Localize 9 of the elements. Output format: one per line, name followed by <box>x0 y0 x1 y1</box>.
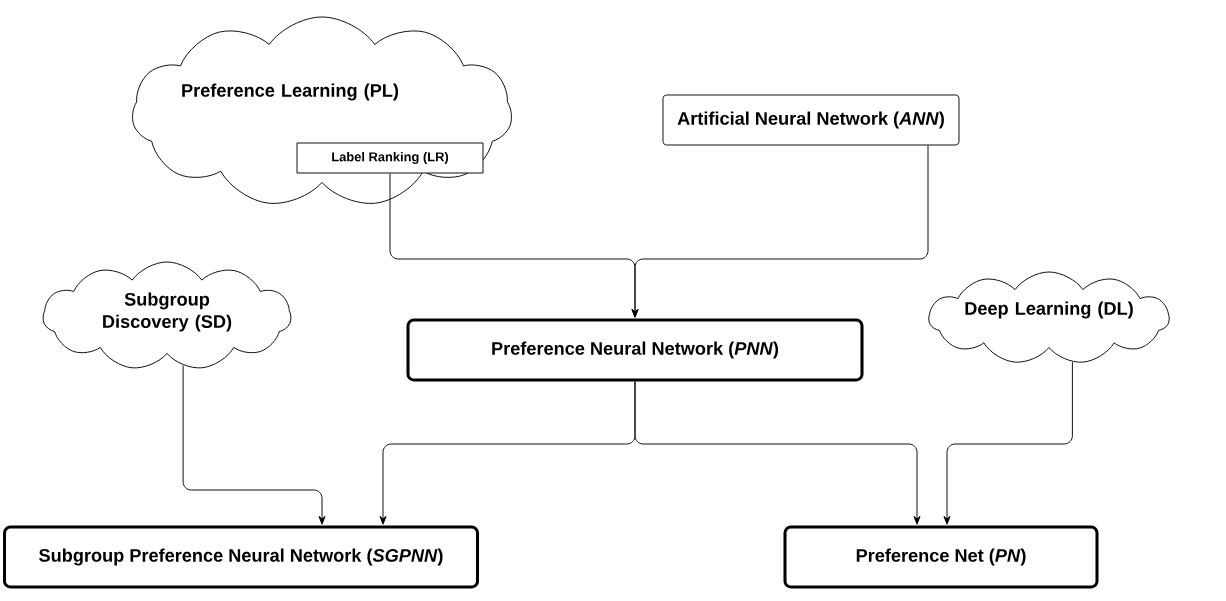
arrow <box>943 361 1073 525</box>
process-box: Label Ranking (LR) <box>296 142 484 174</box>
process-box: Preference Net (PN) <box>783 525 1099 589</box>
process-box: Subgroup Preference Neural Network (SGPNN) <box>3 525 480 589</box>
arrow <box>634 381 921 525</box>
arrow <box>631 145 929 318</box>
process-box: Artificial Neural Network (ANN) <box>662 94 960 146</box>
process-box: Preference Neural Network (PNN) <box>406 318 864 382</box>
arrow <box>182 365 326 525</box>
